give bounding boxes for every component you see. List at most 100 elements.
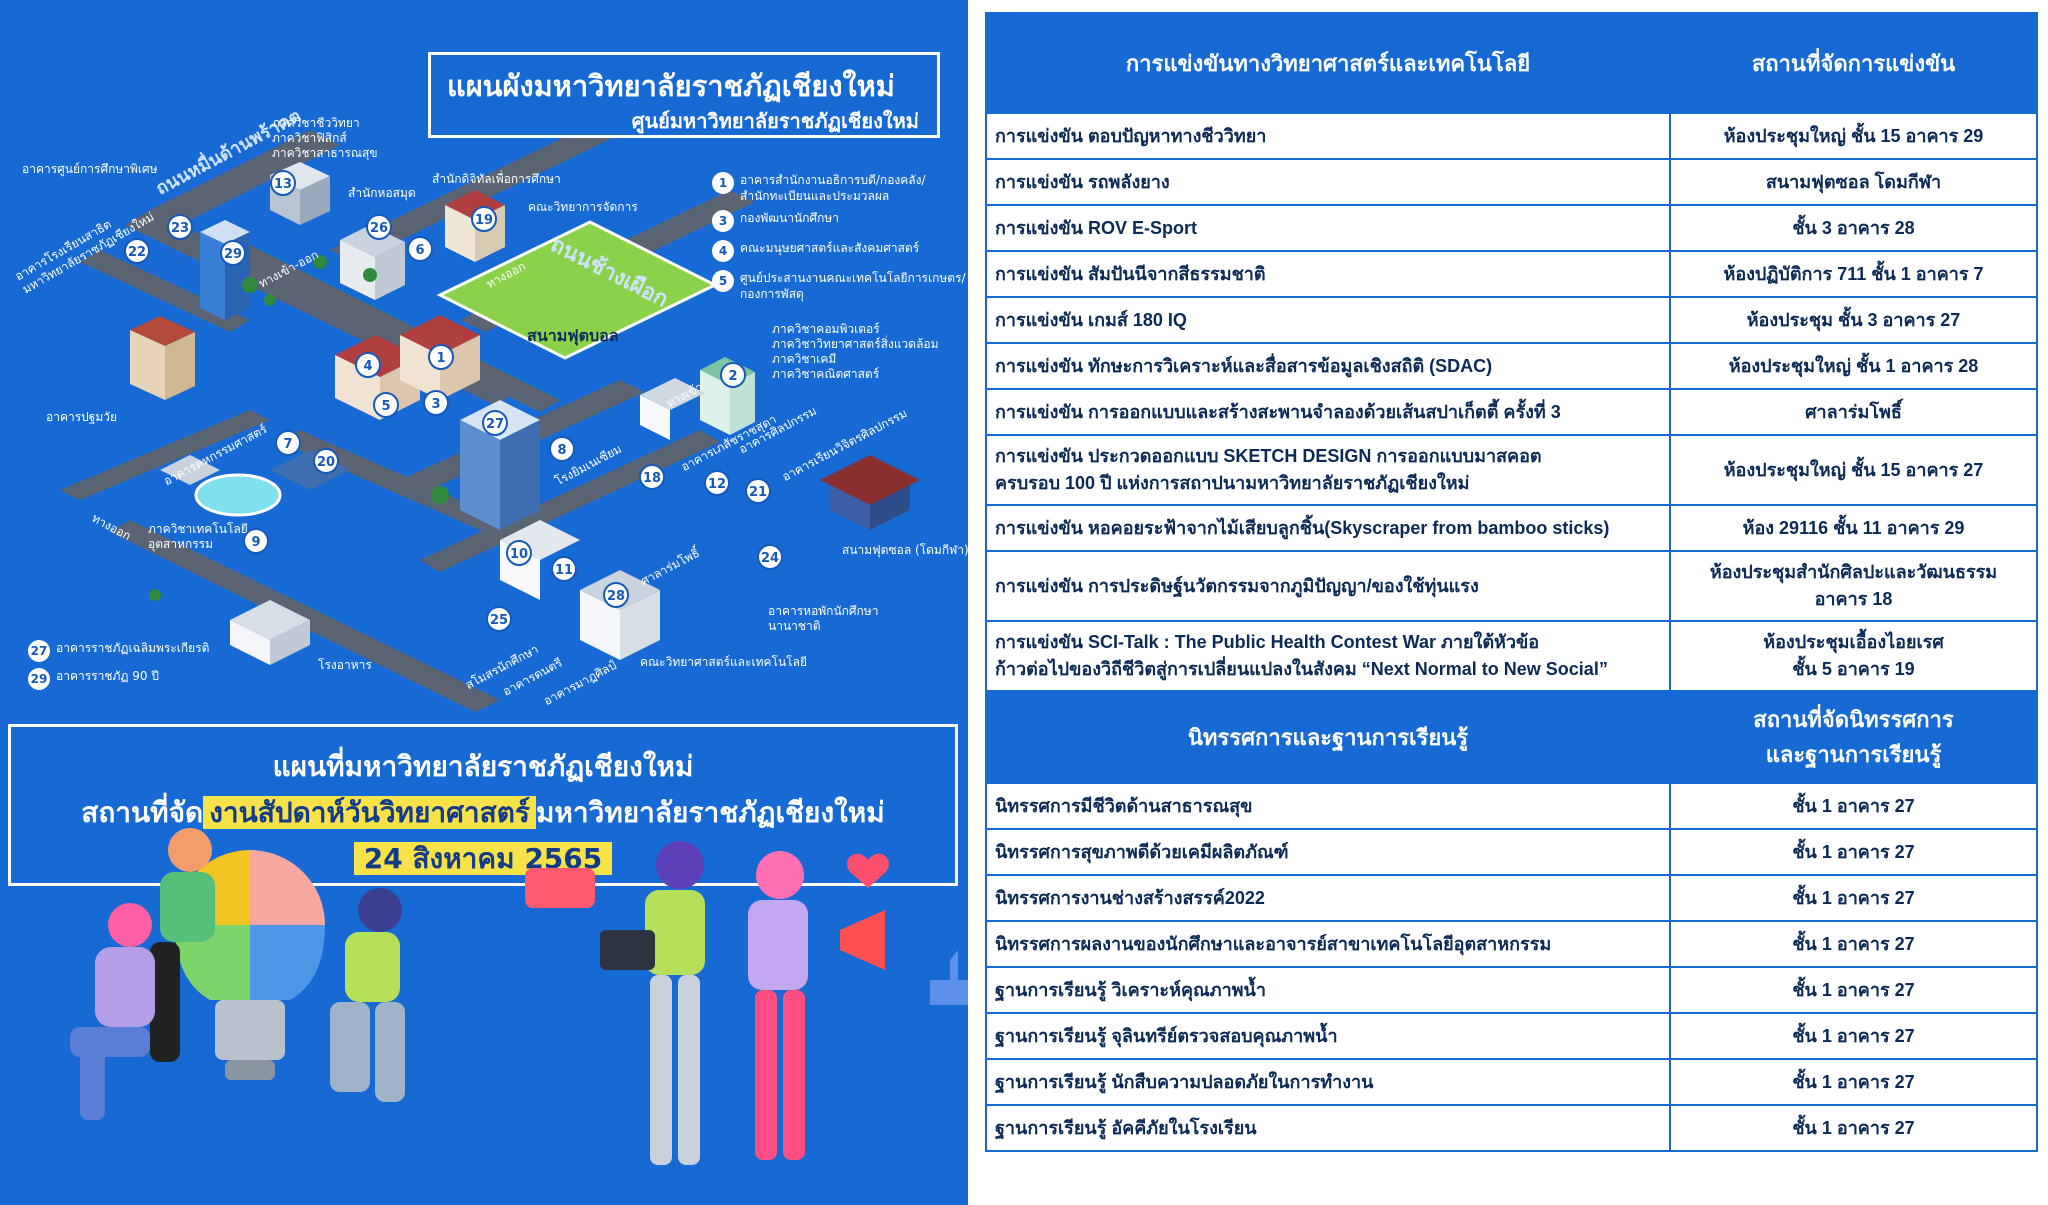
table-row: นิทรรศการผลงานของนักศึกษาและอาจารย์สาขาเ… xyxy=(985,920,2038,968)
competition-venue-cell: ห้องประชุมใหญ่ ชั้น 15 อาคาร 29 xyxy=(1669,112,2038,160)
event-title: แผนที่มหาวิทยาลัยราชภัฏเชียงใหม่ xyxy=(272,750,694,783)
competition-header-activity: การแข่งขันทางวิทยาศาสตร์และเทคโนโลยี xyxy=(985,12,1671,114)
exhibition-venue-cell: ชั้น 1 อาคาร 27 xyxy=(1669,966,2038,1014)
building-number-badge: 27 xyxy=(482,410,508,436)
exhibition-activity-cell: นิทรรศการงานช่างสร้างสรรค์2022 xyxy=(985,874,1671,922)
competition-activity-cell: การแข่งขัน ตอบปัญหาทางชีววิทยา xyxy=(985,112,1671,160)
building-number-badge: 28 xyxy=(603,582,629,608)
map-title: แผนผังมหาวิทยาลัยราชภัฏเชียงใหม่ xyxy=(447,69,895,103)
building-label: ภาควิชาคอมพิวเตอร์ ภาควิชาวิทยาศาสตร์สิ่… xyxy=(772,322,939,381)
competition-venue-cell: สนามฟุตซอล โดมกีฬา xyxy=(1669,158,2038,206)
table-row: การแข่งขัน ตอบปัญหาทางชีววิทยาห้องประชุม… xyxy=(985,112,2038,160)
building-number-badge: 19 xyxy=(471,206,497,232)
legend-number: 1 xyxy=(712,172,734,194)
table-row: ฐานการเรียนรู้ อัคคีภัยในโรงเรียนชั้น 1 … xyxy=(985,1104,2038,1152)
table-row: นิทรรศการสุขภาพดีด้วยเคมีผลิตภัณฑ์ชั้น 1… xyxy=(985,828,2038,876)
competition-activity-cell: การแข่งขัน สัมปันนีจากสีธรรมชาติ xyxy=(985,250,1671,298)
person xyxy=(330,888,405,1102)
competition-venue-cell: ห้องประชุมใหญ่ ชั้น 1 อาคาร 28 xyxy=(1669,342,2038,390)
competition-activity-cell: การแข่งขัน ROV E-Sport xyxy=(985,204,1671,252)
event-name-highlight: งานสัปดาห์วันวิทยาศาสตร์ xyxy=(203,796,536,829)
exhibition-activity-cell: ฐานการเรียนรู้ นักสืบความปลอดภัยในการทำง… xyxy=(985,1058,1671,1106)
building-number-badge: 13 xyxy=(270,170,296,196)
table-row: ฐานการเรียนรู้ วิเคราะห์คุณภาพน้ำชั้น 1 … xyxy=(985,966,2038,1014)
person xyxy=(748,851,808,1160)
building-number-badge: 25 xyxy=(486,606,512,632)
competition-venue-cell: ชั้น 3 อาคาร 28 xyxy=(1669,204,2038,252)
legend-number: 5 xyxy=(712,270,734,292)
building-number-badge: 12 xyxy=(704,470,730,496)
building-label: สำนักหอสมุด xyxy=(348,186,416,200)
building-label: สนามฟุตซอล (โดมกีฬา) xyxy=(842,543,968,557)
exhibition-activity-cell: นิทรรศการสุขภาพดีด้วยเคมีผลิตภัณฑ์ xyxy=(985,828,1671,876)
legend-text: กองพัฒนานักศึกษา xyxy=(740,211,840,225)
building-number-badge: 2 xyxy=(720,362,746,388)
legend-text: อาคารสำนักงานอธิการบดี/กองคลัง/ สำนักทะเ… xyxy=(740,173,926,203)
building-number-badge: 23 xyxy=(167,214,193,240)
roads xyxy=(60,120,755,712)
exhibition-venue-cell: ชั้น 1 อาคาร 27 xyxy=(1669,1104,2038,1152)
legend-item: 29 อาคารราชภัฏ 90 ปี xyxy=(28,668,159,690)
competition-venue-cell: ศาลาร่มโพธิ์ xyxy=(1669,388,2038,436)
competition-venue-cell: ห้องประชุมสำนักศิลปะและวัฒนธรรมอาคาร 18 xyxy=(1669,550,2038,622)
competition-activity-cell: การแข่งขัน การประดิษฐ์นวัตกรรมจากภูมิปัญ… xyxy=(985,550,1671,622)
building-label: อาคารหอพักนักศึกษา นานาชาติ xyxy=(768,604,879,633)
building-number-badge: 4 xyxy=(355,352,381,378)
building-number-badge: 20 xyxy=(313,448,339,474)
exhibition-activity-cell: นิทรรศการมีชีวิตด้านสาธารณสุข xyxy=(985,782,1671,830)
competition-venue-cell: ห้องประชุม ชั้น 3 อาคาร 27 xyxy=(1669,296,2038,344)
trees xyxy=(149,255,449,601)
exhibition-activity-cell: ฐานการเรียนรู้ จุลินทรีย์ตรวจสอบคุณภาพน้… xyxy=(985,1012,1671,1060)
football-field-label: สนามฟุตบอล xyxy=(527,326,619,345)
legend-number: 29 xyxy=(28,668,50,690)
legend-number: 27 xyxy=(28,640,50,662)
competition-activity-cell: การแข่งขัน รถพลังยาง xyxy=(985,158,1671,206)
competition-venue-cell: ห้องประชุมเอื้องไอยเรศชั้น 5 อาคาร 19 xyxy=(1669,620,2038,692)
legend-item: 1 อาคารสำนักงานอธิการบดี/กองคลัง/ สำนักทะ… xyxy=(712,172,926,204)
building-label: คณะวิทยาการจัดการ xyxy=(528,200,638,214)
legend-text: อาคารราชภัฏเฉลิมพระเกียรติ xyxy=(56,641,210,655)
building-number-badge: 26 xyxy=(366,214,392,240)
exhibition-venue-cell: ชั้น 1 อาคาร 27 xyxy=(1669,828,2038,876)
building-number-badge: 5 xyxy=(373,392,399,418)
competition-header-venue: สถานที่จัดการแข่งขัน xyxy=(1669,12,2038,114)
building-number-badge: 3 xyxy=(423,390,449,416)
exhibition-venue-cell: ชั้น 1 อาคาร 27 xyxy=(1669,920,2038,968)
building-number-badge: 10 xyxy=(506,540,532,566)
building-label: อาคารศูนย์การศึกษาพิเศษ xyxy=(22,162,158,176)
event-venue-line: สถานที่จัดงานสัปดาห์วันวิทยาศาสตร์มหาวิท… xyxy=(11,791,955,835)
campus-map-panel: แผนผังมหาวิทยาลัยราชภัฏเชียงใหม่ ศูนย์มห… xyxy=(0,0,968,1205)
event-schedule-table: การแข่งขันทางวิทยาศาสตร์และเทคโนโลยีสถาน… xyxy=(985,12,2038,1152)
legend-item: 3 กองพัฒนานักศึกษา xyxy=(712,210,839,232)
exhibition-venue-cell: ชั้น 1 อาคาร 27 xyxy=(1669,782,2038,830)
table-row: ฐานการเรียนรู้ นักสืบความปลอดภัยในการทำง… xyxy=(985,1058,2038,1106)
building-number-badge: 1 xyxy=(428,344,454,370)
competition-activity-cell: การแข่งขัน ทักษะการวิเคราะห์และสื่อสารข้… xyxy=(985,342,1671,390)
exhibition-header-row: นิทรรศการและฐานการเรียนรู้สถานที่จัดนิทร… xyxy=(985,690,2038,784)
building-number-badge: 29 xyxy=(220,240,246,266)
person xyxy=(150,828,215,1062)
table-row: การแข่งขัน การประดิษฐ์นวัตกรรมจากภูมิปัญ… xyxy=(985,550,2038,622)
exhibition-venue-cell: ชั้น 1 อาคาร 27 xyxy=(1669,1012,2038,1060)
table-row: ฐานการเรียนรู้ จุลินทรีย์ตรวจสอบคุณภาพน้… xyxy=(985,1012,2038,1060)
legend-number: 3 xyxy=(712,210,734,232)
exhibition-activity-cell: ฐานการเรียนรู้ วิเคราะห์คุณภาพน้ำ xyxy=(985,966,1671,1014)
competition-venue-cell: ห้องปฏิบัติการ 711 ชั้น 1 อาคาร 7 xyxy=(1669,250,2038,298)
competition-venue-cell: ห้องประชุมใหญ่ ชั้น 15 อาคาร 27 xyxy=(1669,434,2038,506)
people-puzzle-illustration xyxy=(70,828,968,1165)
building-number-badge: 11 xyxy=(551,556,577,582)
building-label: อาคารปฐมวัย xyxy=(46,410,118,424)
competition-activity-cell: การแข่งขัน เกมส์ 180 IQ xyxy=(985,296,1671,344)
competition-header-row: การแข่งขันทางวิทยาศาสตร์และเทคโนโลยีสถาน… xyxy=(985,12,2038,114)
legend-text: คณะมนุษยศาสตร์และสังคมศาสตร์ xyxy=(740,241,920,255)
table-row: การแข่งขัน SCI-Talk : The Public Health … xyxy=(985,620,2038,692)
building-label: ภาควิชาเทคโนโลยี อุตสาหกรรม xyxy=(148,522,248,551)
exhibition-activity-cell: ฐานการเรียนรู้ อัคคีภัยในโรงเรียน xyxy=(985,1104,1671,1152)
building-number-badge: 18 xyxy=(639,464,665,490)
building-number-badge: 6 xyxy=(407,236,433,262)
speech-bubble-icon xyxy=(525,868,595,908)
legend-text: อาคารราชภัฏ 90 ปี xyxy=(56,669,159,683)
building-number-badge: 8 xyxy=(549,436,575,462)
